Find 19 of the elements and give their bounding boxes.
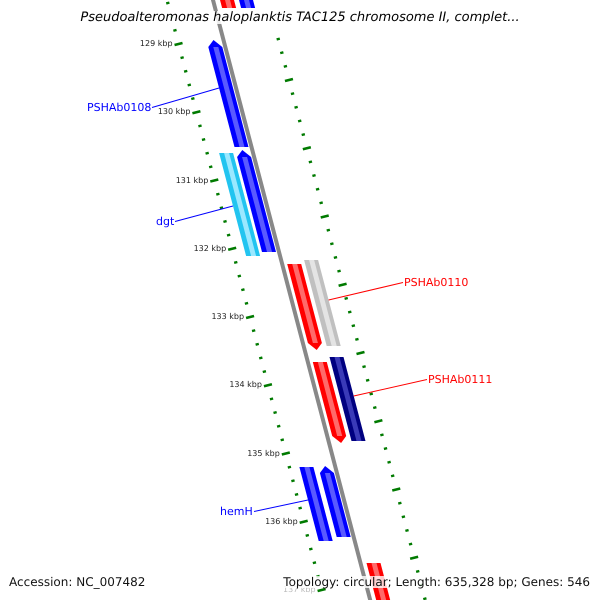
leader-line — [152, 88, 220, 108]
leader-line — [174, 206, 234, 222]
tick-label: 132 kbp — [194, 244, 226, 253]
gene-feature — [330, 357, 366, 441]
gene-label: PSHAb0110 — [404, 277, 468, 288]
gene-label: PSHAb0108 — [87, 102, 152, 113]
gene-label: PSHAb0111 — [428, 374, 492, 385]
footer-text: Topology: circular; Length: 635,328 bp; Genes: 546 — [283, 576, 590, 588]
gene-label: dgt — [156, 216, 174, 227]
leader-line — [353, 379, 428, 396]
tick-label: 129 kbp — [140, 40, 173, 48]
gene-feature — [304, 260, 341, 346]
tick-label: 133 kbp — [211, 313, 244, 321]
leader-line — [328, 282, 404, 300]
gene-label: hemH — [220, 506, 253, 517]
leader-line — [254, 500, 308, 512]
gene-feature — [208, 40, 248, 147]
footer-text: Accession: NC_007482 — [9, 576, 146, 588]
tick-label: 134 kbp — [229, 381, 262, 390]
